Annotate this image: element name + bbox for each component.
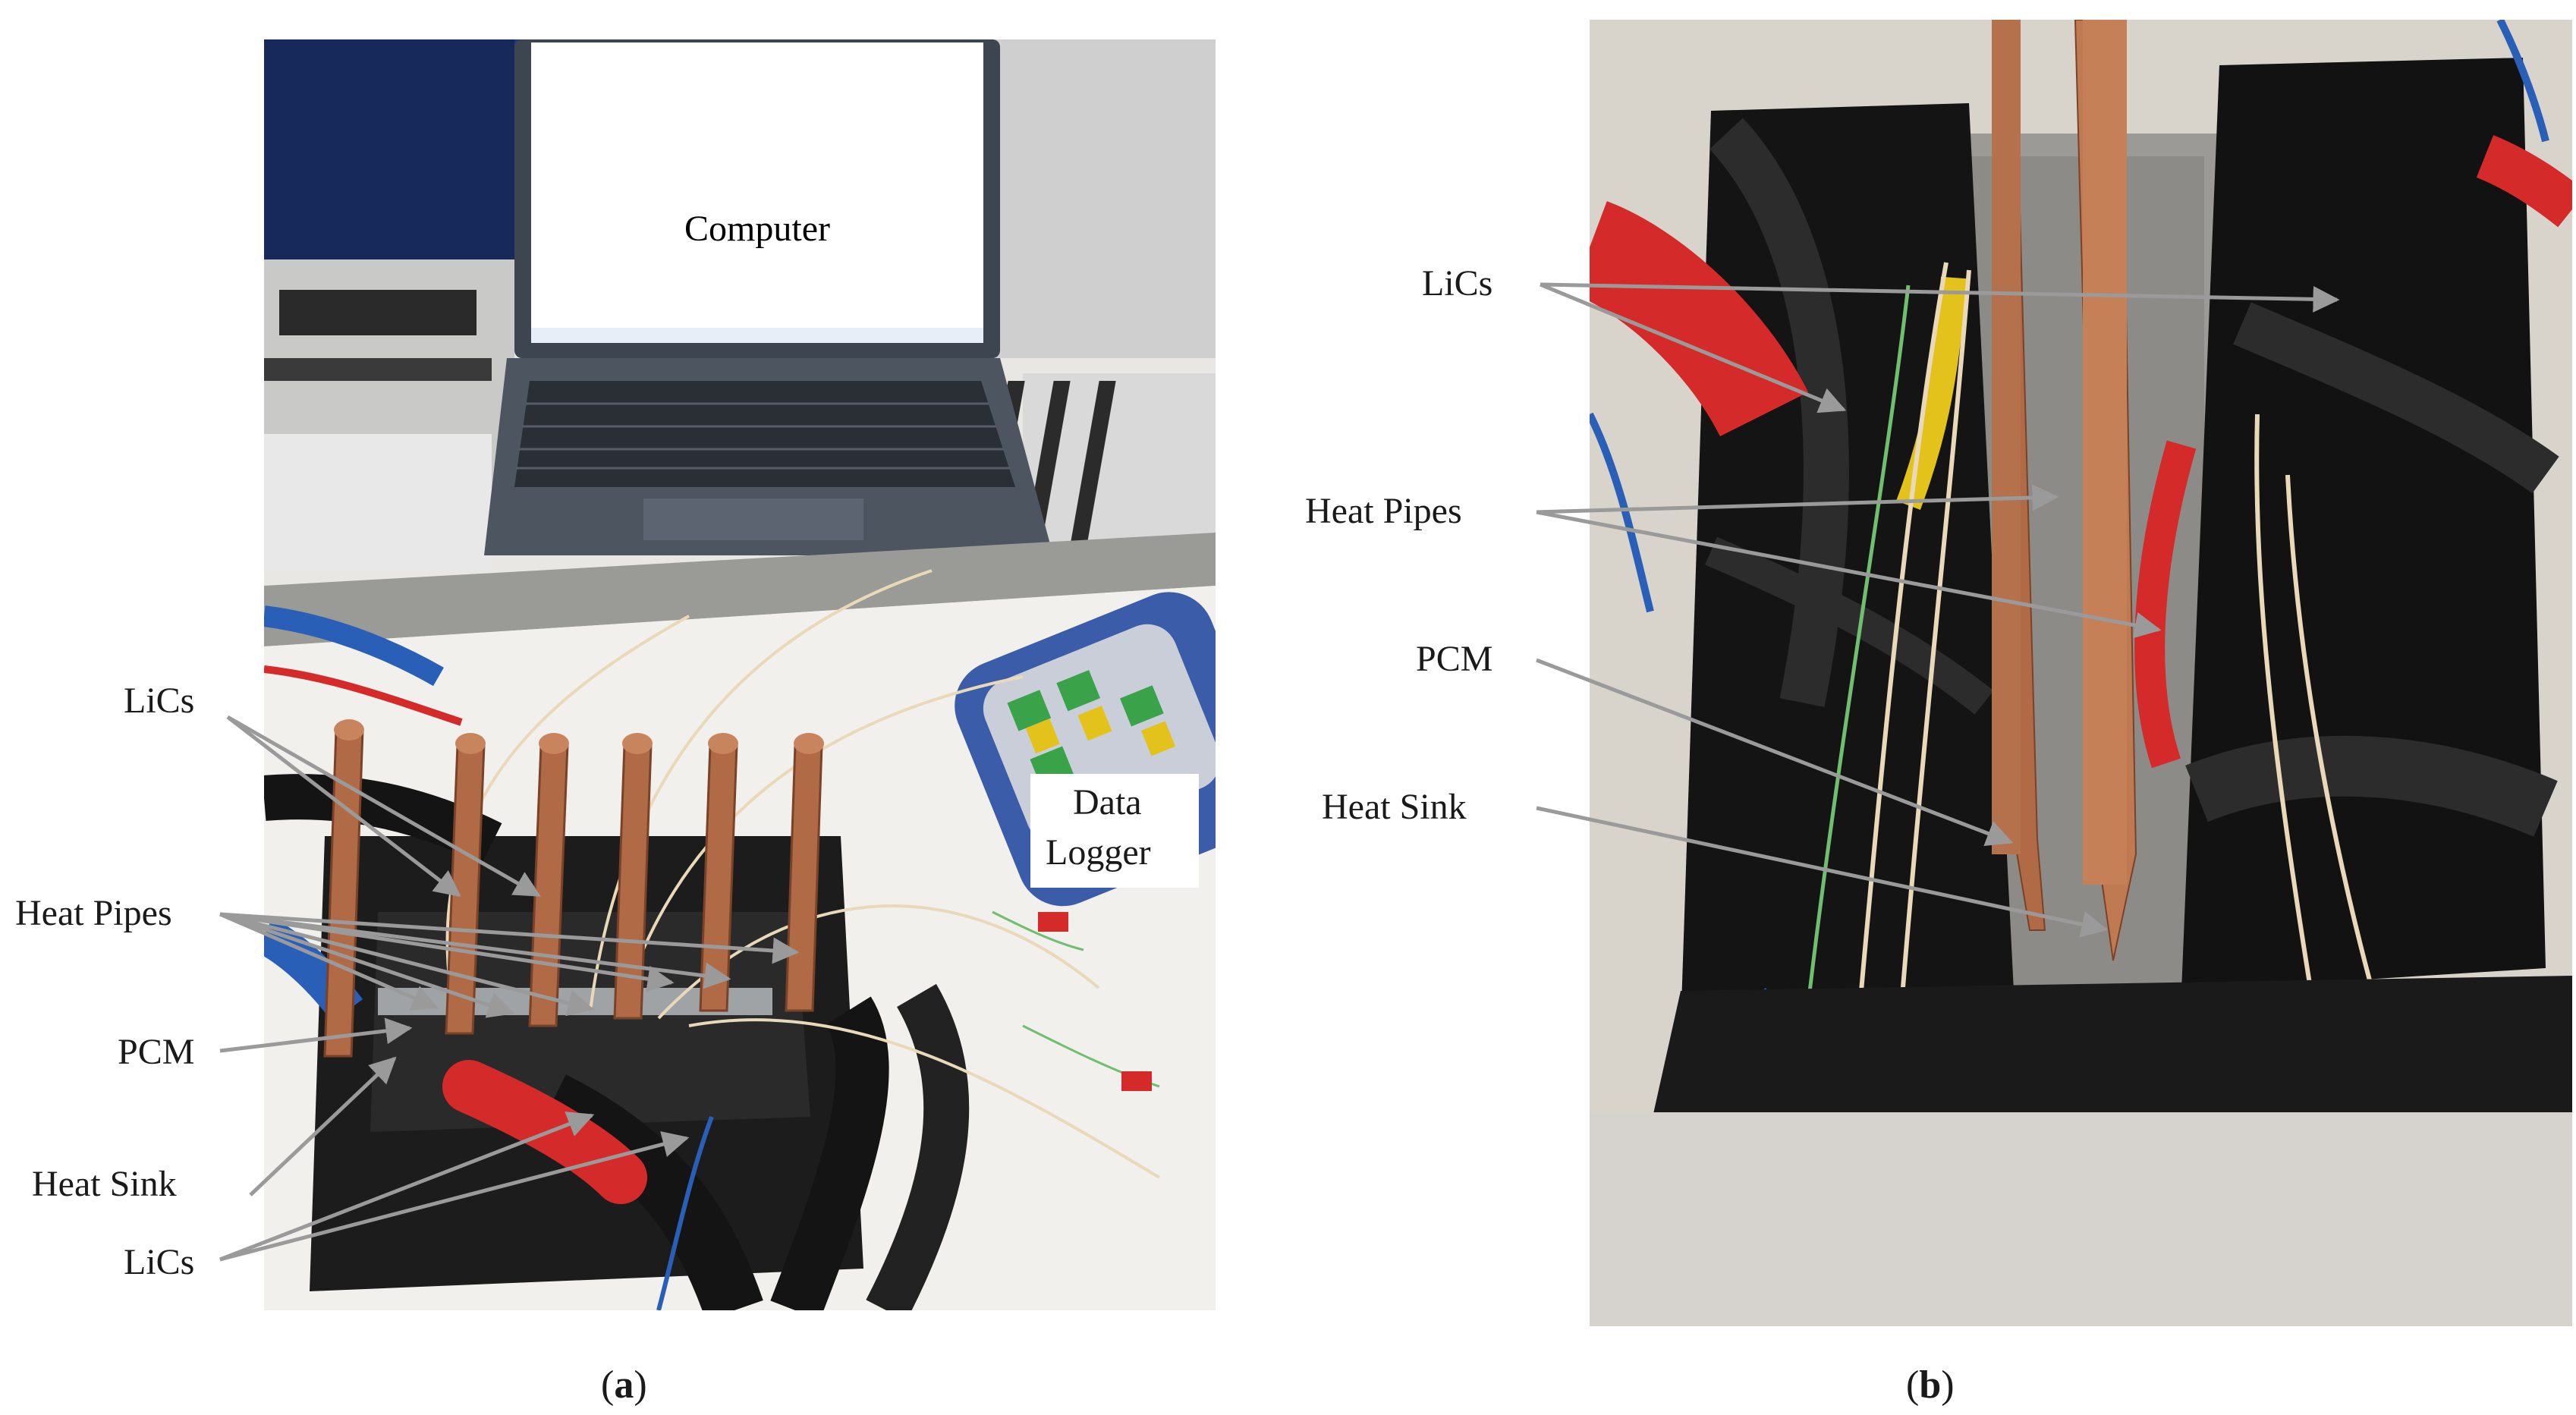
caption-a-close: ) [634,1363,647,1407]
caption-b: (b) [1906,1366,1955,1405]
data-logger-label-line2: Logger [1046,832,1151,873]
caption-a: (a) [601,1366,647,1405]
caption-b-letter: b [1919,1363,1942,1407]
laptop-screen-text: Computer [684,209,830,249]
label-b-heat-pipes: Heat Pipes [1305,491,1462,531]
caption-b-close: ) [1941,1363,1955,1407]
label-a-lics-bottom: LiCs [124,1242,195,1282]
photo-panel-b [1590,20,2572,1326]
label-a-lics-top: LiCs [124,681,195,721]
photo-panel-a: Computer [264,39,1216,1310]
label-a-heat-pipes: Heat Pipes [15,893,172,933]
label-b-heat-sink: Heat Sink [1322,787,1467,827]
caption-a-open: ( [601,1363,615,1407]
photo-b-drawing [1590,20,2572,1326]
label-a-heat-sink: Heat Sink [32,1164,177,1204]
label-b-pcm: PCM [1416,639,1493,679]
data-logger-label-box: Data Logger [1030,774,1199,888]
photo-a-drawing: Computer [264,39,1216,1310]
label-b-lics: LiCs [1422,263,1493,303]
caption-a-letter: a [614,1363,634,1407]
caption-b-open: ( [1906,1363,1920,1407]
label-a-pcm: PCM [118,1032,195,1072]
data-logger-label-line1: Data [1073,782,1142,822]
